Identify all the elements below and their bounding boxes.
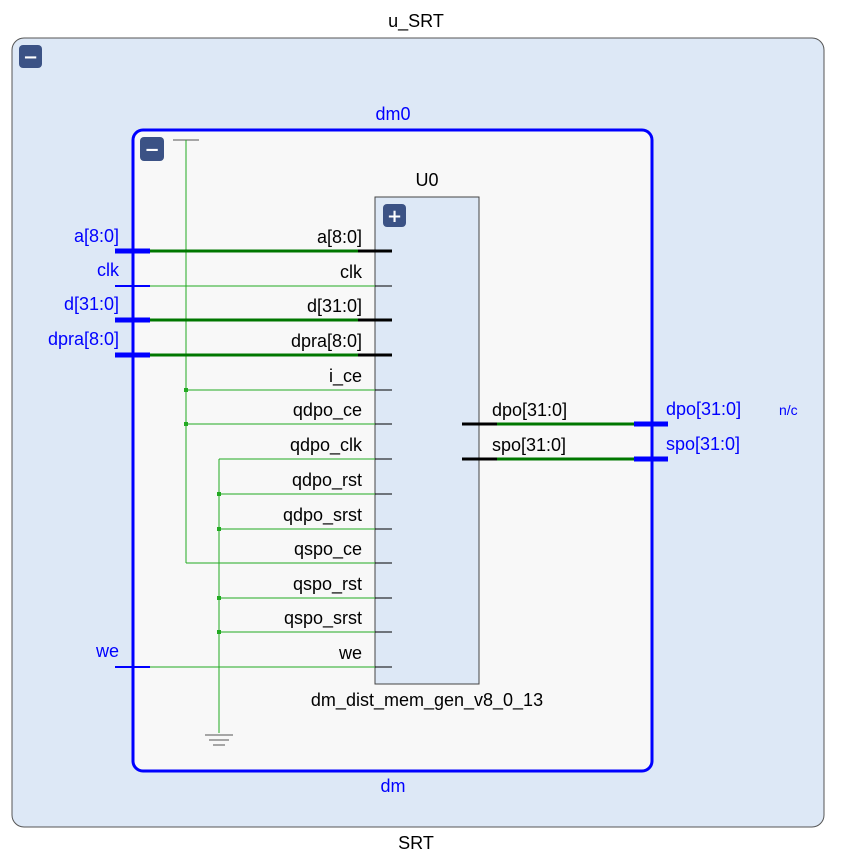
outer-collapse-button[interactable]: − (19, 45, 42, 68)
pin-label: qspo_srst (284, 608, 362, 629)
cell-type-label: dm_dist_mem_gen_v8_0_13 (311, 690, 543, 711)
pin-label: qdpo_srst (283, 505, 362, 526)
pin-label: clk (340, 262, 363, 282)
cell-pin-stubs (375, 389, 392, 633)
pin-label: qdpo_clk (290, 435, 363, 456)
port-label-we: we (95, 641, 119, 661)
pin-label: qspo_ce (294, 539, 362, 560)
port-label-clk: clk (97, 260, 120, 280)
inner-collapse-button[interactable]: − (140, 137, 164, 161)
inner-module-type: dm (380, 776, 405, 796)
nc-label: n/c (779, 402, 798, 418)
pin-label: qspo_rst (293, 574, 362, 595)
gnd-net[interactable] (205, 458, 375, 746)
pin-label: d[31:0] (307, 296, 362, 316)
pin-label: qdpo_rst (292, 470, 362, 491)
plus-icon: + (387, 206, 402, 227)
pin-label: dpra[8:0] (291, 331, 362, 351)
pin-label-dpo: dpo[31:0] (492, 400, 567, 420)
port-label-a: a[8:0] (74, 226, 119, 246)
inner-instance-title: dm0 (375, 104, 410, 124)
pin-label-spo: spo[31:0] (492, 435, 566, 455)
pin-label: i_ce (329, 366, 362, 387)
pin-label: a[8:0] (317, 227, 362, 247)
outer-instance-title: u_SRT (388, 11, 444, 32)
port-label-spo: spo[31:0] (666, 434, 740, 454)
outer-module-type: SRT (398, 833, 434, 853)
port-label-d: d[31:0] (64, 294, 119, 314)
cell-expand-button[interactable]: + (383, 204, 406, 227)
cell-instance-title: U0 (415, 170, 438, 190)
pin-label: qdpo_ce (293, 400, 362, 421)
pin-label: we (338, 643, 362, 663)
port-label-dpo: dpo[31:0] (666, 399, 741, 419)
minus-icon: − (144, 140, 159, 161)
minus-icon: − (23, 47, 38, 68)
port-label-dpra: dpra[8:0] (48, 329, 119, 349)
cell-box[interactable] (374, 196, 480, 685)
vcc-net[interactable] (173, 139, 375, 564)
